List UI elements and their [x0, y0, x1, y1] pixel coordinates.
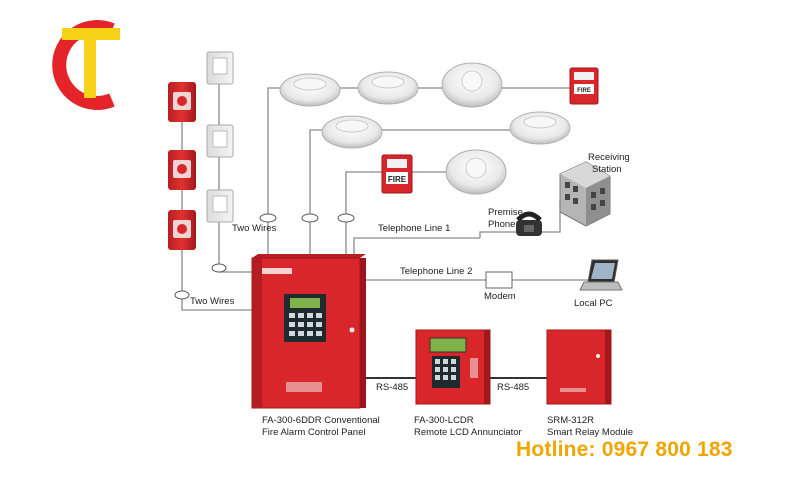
smart-relay-module: [546, 329, 612, 405]
company-logo: [52, 20, 120, 110]
wire-markers: [174, 213, 355, 300]
pull-station-large: FIRE: [381, 154, 413, 194]
hotline-text: Hotline: 0967 800 183: [516, 438, 733, 461]
two-wires-label-bottom: Two Wires: [190, 296, 235, 307]
two-wires-label-top: Two Wires: [232, 223, 277, 234]
premise-phone-label-2: Phone: [488, 219, 515, 230]
telephone-line-1-label: Telephone Line 1: [378, 223, 450, 234]
receiving-station-label-2: Station: [592, 164, 622, 175]
rs485-label-b: RS-485: [497, 382, 529, 393]
telephone-icon: [516, 211, 542, 236]
local-pc-label: Local PC: [574, 298, 613, 309]
smoke-detectors: [279, 62, 571, 195]
relay-name-line-2: Smart Relay Module: [547, 427, 633, 438]
relay-name-line-1: SRM-312R: [547, 415, 594, 426]
rs485-label-a: RS-485: [376, 382, 408, 393]
panel-name-line-2: Fire Alarm Control Panel: [262, 427, 365, 438]
annunciator-name-line-2: Remote LCD Annunciator: [414, 427, 522, 438]
fire-pull-label: FIRE: [388, 175, 407, 184]
receiving-station-icon: [559, 161, 611, 227]
strobe-devices: [206, 51, 234, 223]
modem-box: [485, 271, 513, 289]
annunciator-name-line-1: FA-300-LCDR: [414, 415, 474, 426]
panel-name-line-1: FA-300-6DDR Conventional: [262, 415, 380, 426]
fire-pull-small-label: FIRE: [577, 88, 591, 94]
modem-label: Modem: [484, 291, 516, 302]
receiving-station-label-1: Receiving: [588, 152, 630, 163]
diagram-labels: Two Wires Two Wires Telephone Line 1 Tel…: [190, 152, 633, 438]
premise-phone-label-1: Premise: [488, 207, 523, 218]
fire-alarm-control-panel: [251, 254, 366, 409]
horn-strobe-devices: [168, 82, 196, 250]
pull-station-small: FIRE: [569, 67, 599, 105]
telephone-line-2-label: Telephone Line 2: [400, 266, 472, 277]
laptop-icon: [579, 259, 623, 291]
remote-lcd-annunciator: [415, 329, 491, 405]
